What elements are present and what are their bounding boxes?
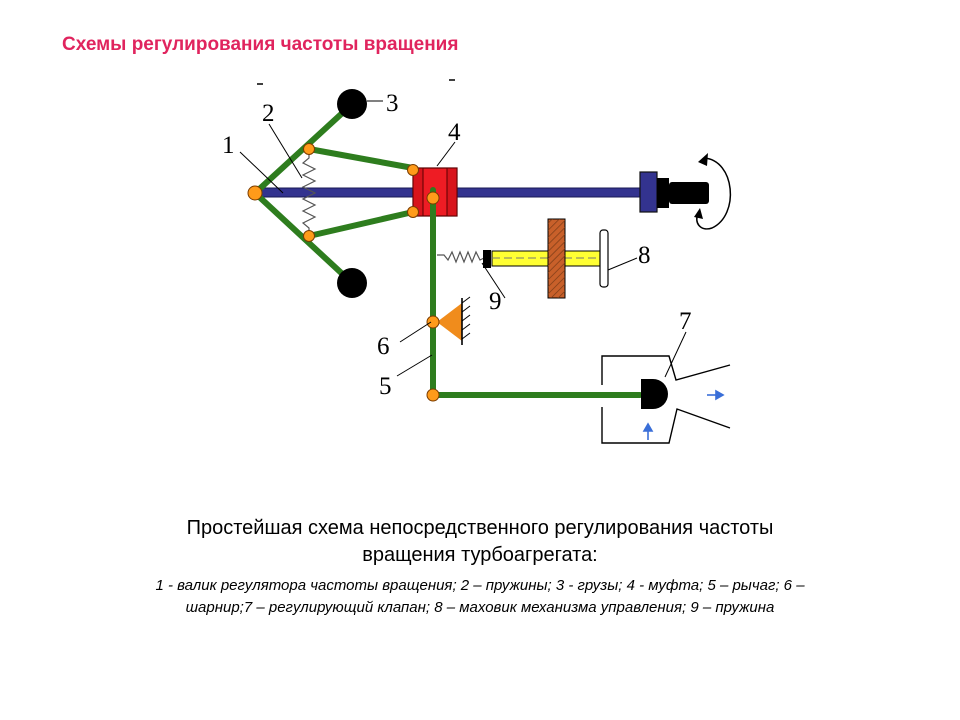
rotation-arrow-head-bottom [694, 208, 703, 219]
label-5: 5 [379, 373, 392, 400]
hinges [247, 143, 440, 402]
label-6: 6 [377, 333, 390, 360]
valve-housing [601, 355, 731, 444]
drive-block [657, 178, 669, 208]
caption-legend: 1 - валик регулятора частоты вращения; 2… [40, 575, 920, 619]
pivot-wall-hatch [461, 296, 471, 340]
caption-line-1: Простейшая схема непосредственного регул… [186, 517, 774, 539]
label-7: 7 [679, 308, 692, 335]
legend-line-2: шарнир;7 – регулирующий клапан; 8 – махо… [185, 599, 775, 616]
caption-main: Простейшая схема непосредственного регул… [40, 515, 920, 569]
label-2: 2 [262, 100, 275, 127]
weight-bottom [337, 268, 367, 298]
spring-9 [437, 250, 485, 264]
legend-line-1: 1 - валик регулятора частоты вращения; 2… [155, 577, 805, 594]
rotation-arrow-head-top [698, 153, 708, 166]
caption-line-2: вращения турбоагрегата: [362, 544, 598, 566]
coupling-flange-right [446, 167, 458, 217]
label-1: 1 [222, 132, 235, 159]
shaft-end-flange [639, 171, 658, 213]
governor-diagram: 1 2 3 4 5 6 7 8 9 [222, 79, 732, 444]
slide-title: Схемы регулирования частоты вращения [62, 34, 459, 55]
flow-arrow-right-icon [707, 389, 725, 401]
flyweight-arms [252, 103, 416, 284]
leader-lines [239, 100, 687, 378]
label-8: 8 [638, 242, 651, 269]
flow-arrow-up-icon [642, 422, 654, 440]
handwheel-nut-plate-hatch [548, 219, 565, 298]
label-4: 4 [448, 119, 461, 146]
pivot-support [437, 303, 462, 341]
regulating-valve [641, 379, 668, 409]
label-9: 9 [489, 288, 502, 315]
spring-9-cap [483, 250, 491, 268]
lever-5 [430, 187, 643, 398]
label-3: 3 [386, 90, 399, 117]
handwheel-wheel [599, 229, 609, 288]
rotation-arrow-icon [696, 157, 732, 230]
weight-top [337, 89, 367, 119]
spring-2 [301, 150, 317, 236]
drive-motor [669, 182, 709, 204]
